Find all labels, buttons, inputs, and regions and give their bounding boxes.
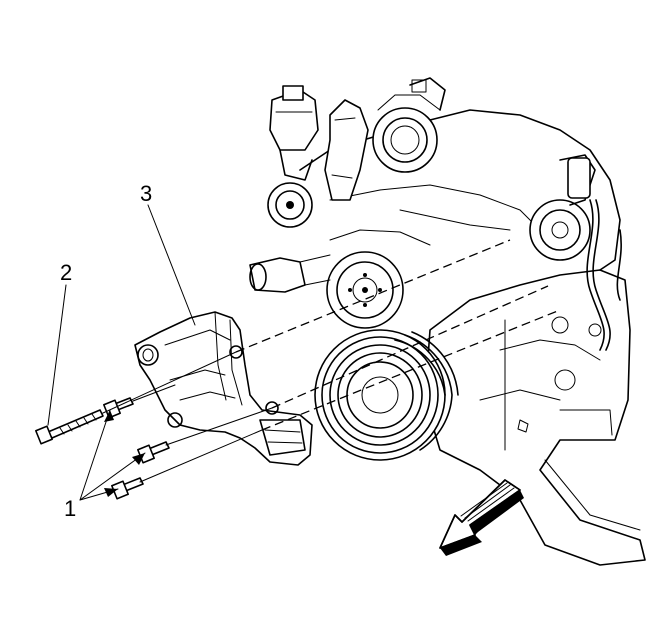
front-of-vehicle-arrow-icon <box>439 479 524 556</box>
short-bolt-lower <box>111 477 144 500</box>
short-bolt-middle <box>137 441 170 464</box>
long-bolt <box>35 409 104 445</box>
callout-2: 2 <box>60 260 72 285</box>
mounting-bracket <box>134 311 313 466</box>
alignment-lines <box>102 239 561 483</box>
callout-1: 1 <box>64 496 76 521</box>
leader-lines <box>47 204 196 501</box>
engine-assembly <box>249 77 646 566</box>
callout-3: 3 <box>140 181 152 206</box>
